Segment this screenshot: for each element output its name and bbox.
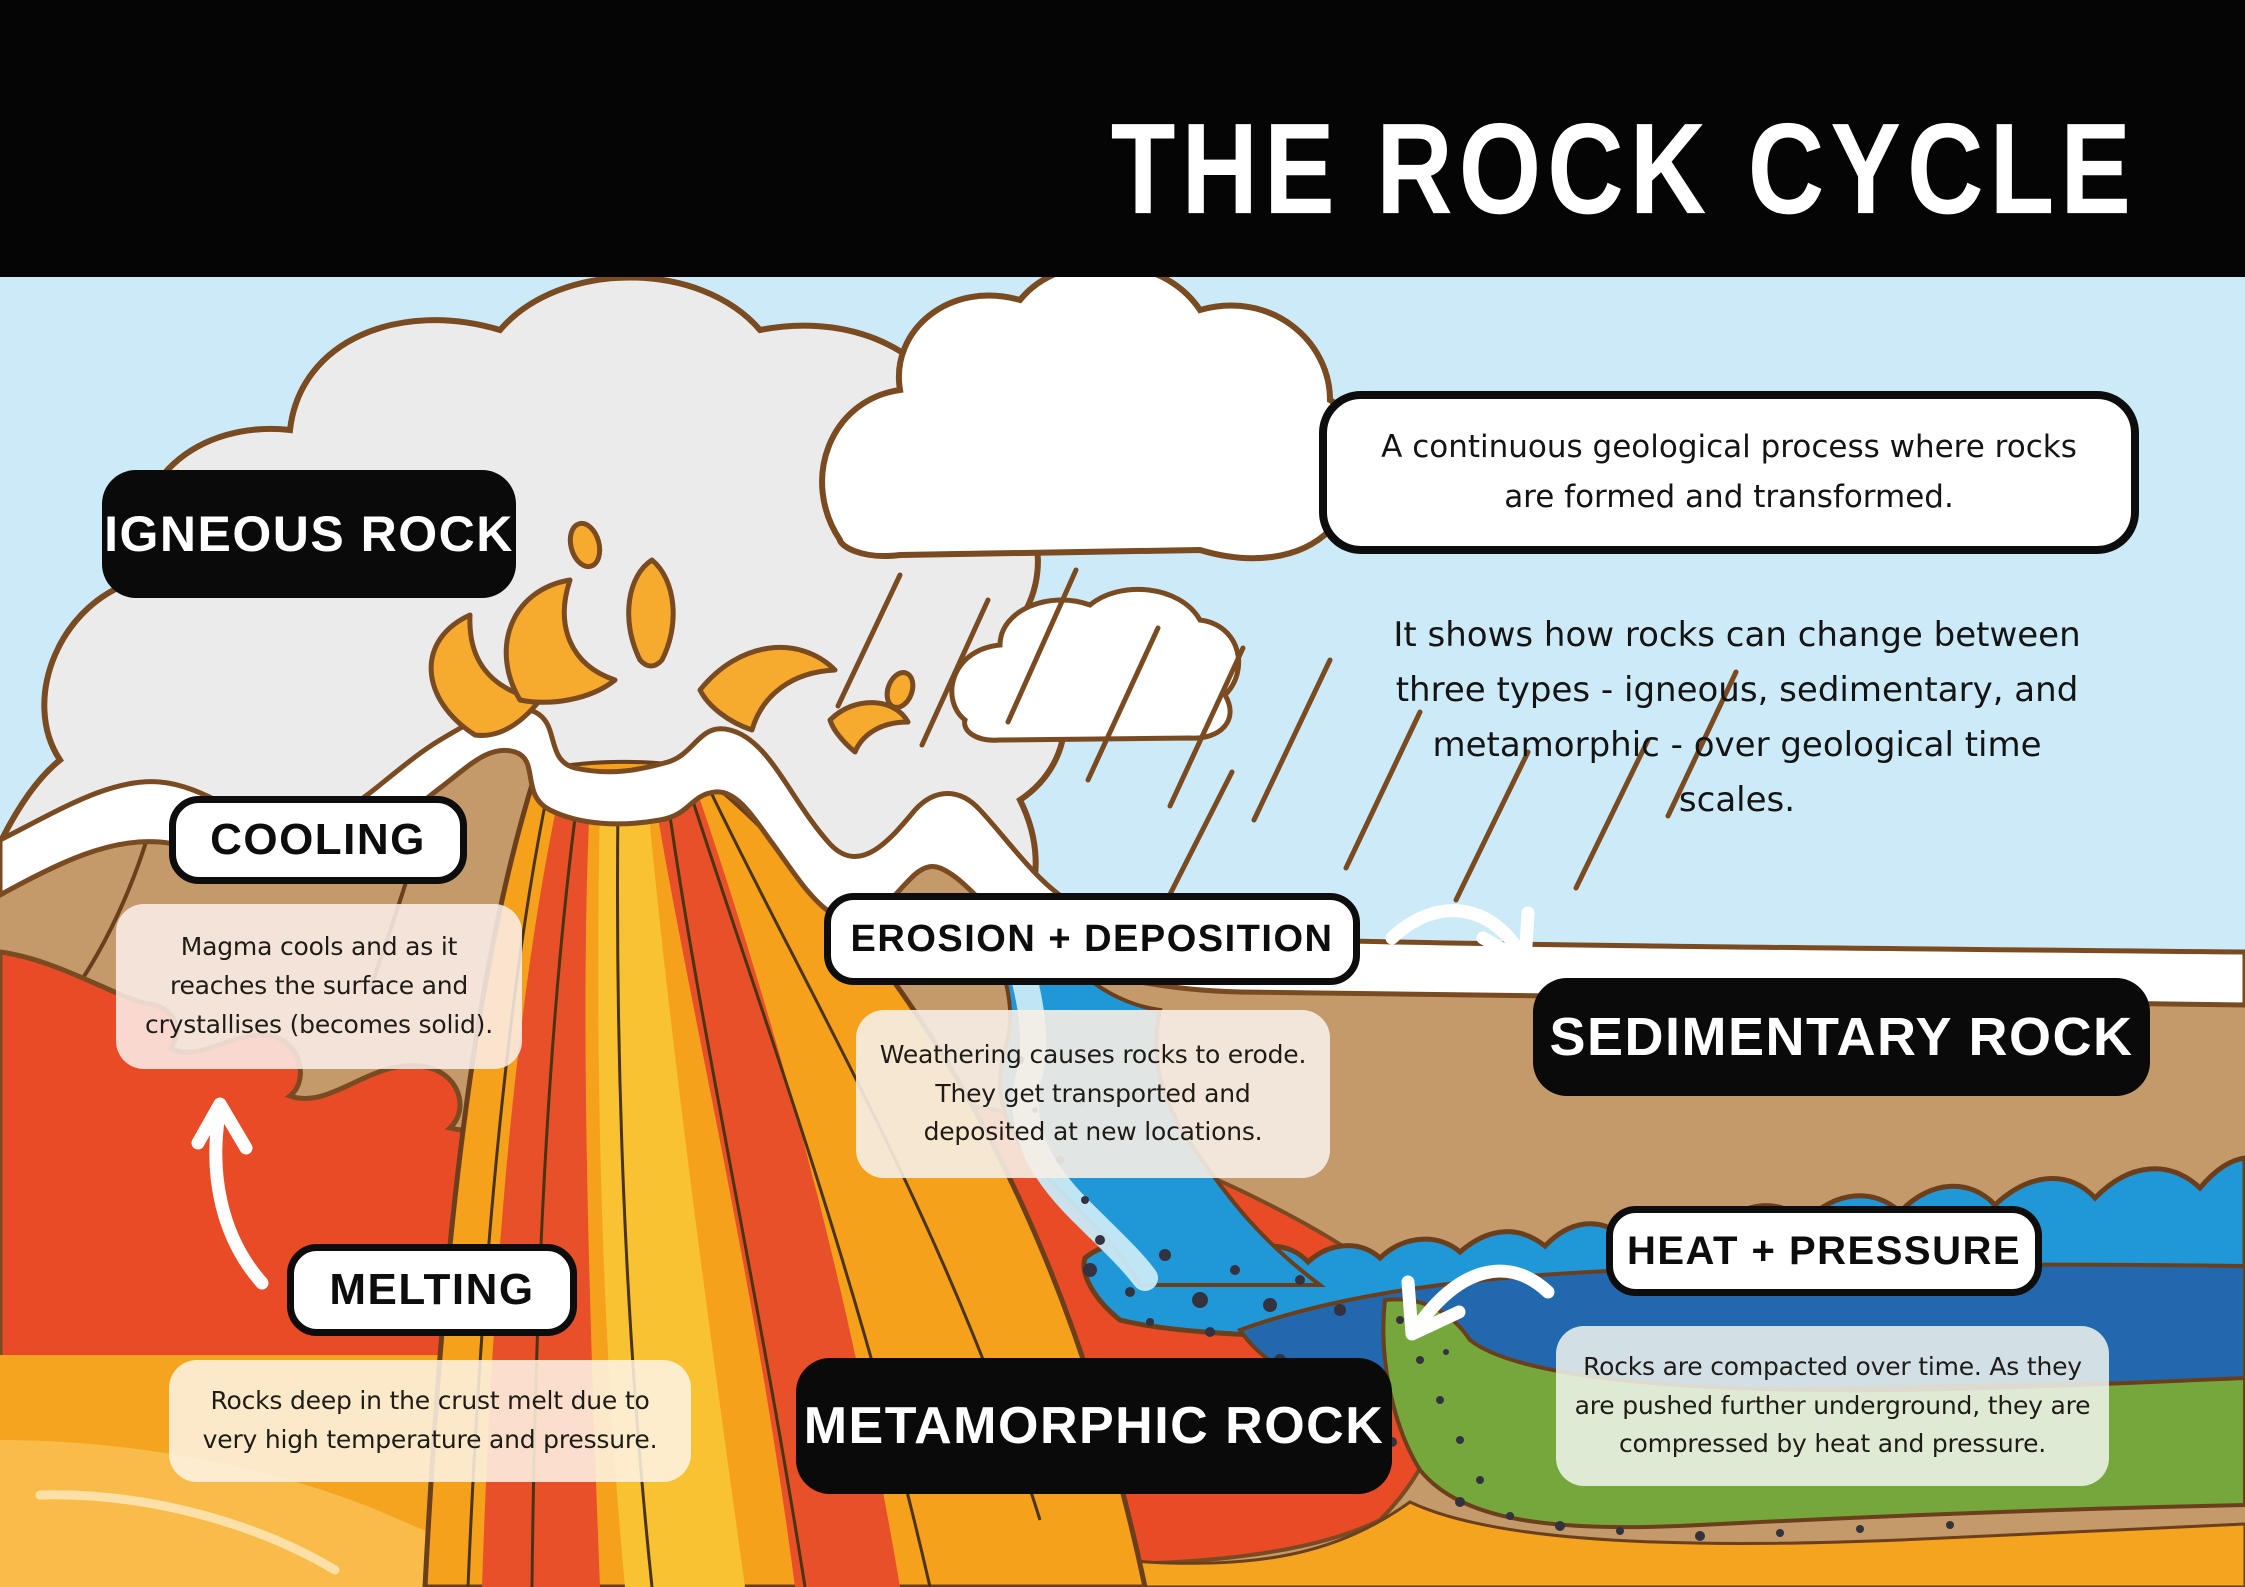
- orange-basement-layer: [1118, 1500, 2245, 1587]
- label-sedimentary-rock: SEDIMENTARY ROCK: [1533, 978, 2150, 1096]
- rain-lines: [835, 567, 1739, 921]
- rain-cloud: [819, 260, 1371, 562]
- definition-text: A continuous geological process where ro…: [1381, 428, 2077, 515]
- lava-splashes: [428, 520, 916, 755]
- label-heat-pressure: HEAT + PRESSURE: [1606, 1206, 2042, 1296]
- curved-arrow-erosion-to-sedimentary-icon: [1385, 904, 1535, 969]
- header-bar: THE ROCK CYCLE: [0, 0, 2245, 277]
- heat-pressure-description: Rocks are compacted over time. As they a…: [1556, 1326, 2109, 1486]
- melting-description: Rocks deep in the crust melt due to very…: [169, 1360, 691, 1482]
- label-melting: MELTING: [287, 1244, 577, 1336]
- curved-arrow-melting-to-cooling-icon: [191, 1097, 269, 1290]
- snow-ribbon: [0, 705, 2245, 1008]
- label-cooling: COOLING: [169, 796, 467, 884]
- orange-light-band: [0, 1440, 560, 1587]
- curved-arrow-pressure-to-metamorphic-icon: [1401, 1264, 1555, 1341]
- page-title: THE ROCK CYCLE: [1110, 97, 2137, 242]
- erosion-description: Weathering causes rocks to erode. They g…: [856, 1010, 1330, 1178]
- label-metamorphic-rock: METAMORPHIC ROCK: [796, 1358, 1392, 1494]
- crust-squiggle: [35, 1490, 340, 1575]
- intro-paragraph: It shows how rocks can change between th…: [1393, 615, 2081, 821]
- label-erosion-deposition: EROSION + DEPOSITION: [824, 893, 1360, 985]
- definition-box: A continuous geological process where ro…: [1319, 391, 2139, 554]
- label-igneous-rock: IGNEOUS ROCK: [102, 470, 516, 598]
- cooling-description: Magma cools and as it reaches the surfac…: [116, 904, 522, 1069]
